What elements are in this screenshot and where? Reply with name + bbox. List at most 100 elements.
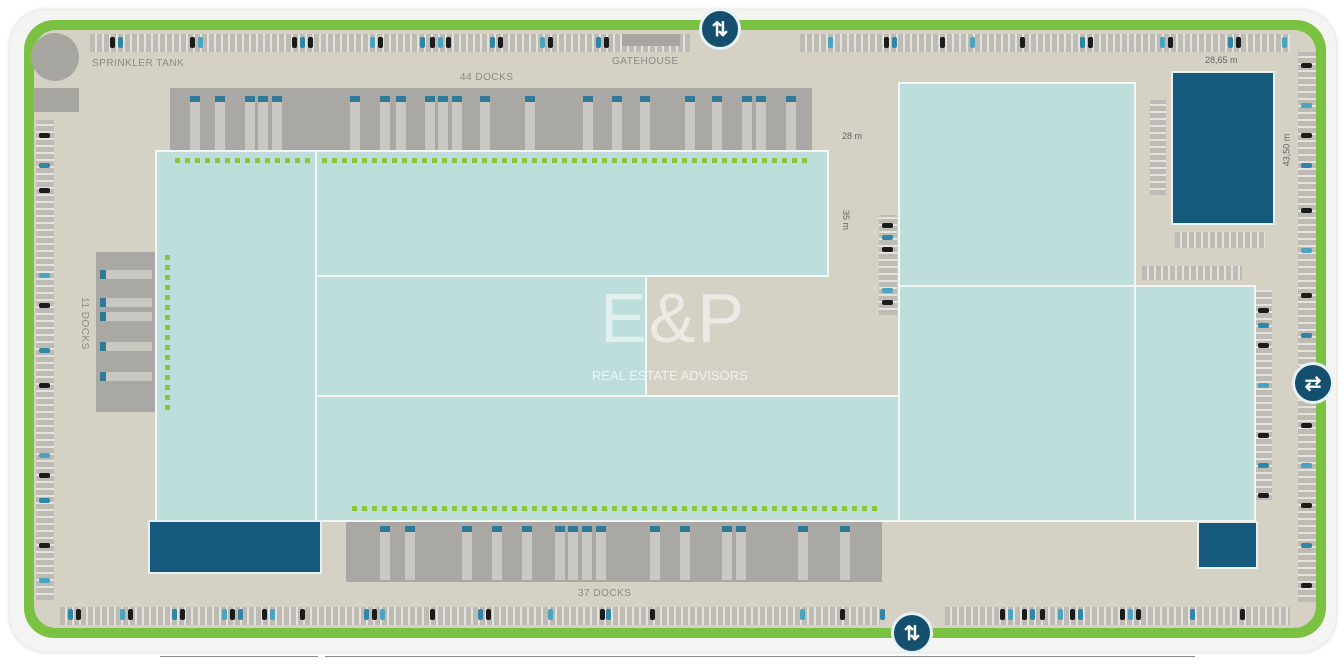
parked-car: [800, 609, 805, 620]
office-southeast: [1197, 521, 1258, 569]
parked-car: [606, 609, 611, 620]
docked-truck: [396, 96, 406, 152]
parked-car: [882, 300, 893, 305]
warehouse-east-north: [898, 82, 1136, 287]
docked-truck: [640, 96, 650, 152]
docked-truck: [380, 526, 390, 580]
parked-car: [198, 37, 203, 48]
parked-car: [1020, 37, 1025, 48]
parked-car: [430, 37, 435, 48]
gatehouse-label: GATEHOUSE: [612, 56, 679, 67]
parked-car: [438, 37, 443, 48]
parked-car: [882, 288, 893, 293]
parked-car: [1128, 609, 1133, 620]
docked-truck: [100, 342, 152, 351]
parked-car: [300, 609, 305, 620]
parked-car: [540, 37, 545, 48]
docks-bottom-label: 37 DOCKS: [578, 588, 632, 599]
parked-car: [600, 609, 605, 620]
parked-car: [1301, 583, 1312, 588]
parked-car: [270, 609, 275, 620]
docked-truck: [258, 96, 268, 152]
parked-car: [308, 37, 313, 48]
parked-car: [490, 37, 495, 48]
docked-truck: [190, 96, 200, 152]
parked-car: [39, 303, 50, 308]
docked-truck: [798, 526, 808, 580]
docked-truck: [685, 96, 695, 152]
parked-car: [880, 609, 885, 620]
parked-car: [1258, 308, 1269, 313]
warehouse-north: [315, 150, 829, 277]
access-arrows-icon: ⇄: [1292, 362, 1334, 404]
parked-car: [1058, 609, 1063, 620]
parked-car: [39, 578, 50, 583]
parked-car: [650, 609, 655, 620]
parked-car: [39, 383, 50, 388]
warehouse-west: [155, 150, 317, 522]
docks-top-label: 44 DOCKS: [460, 72, 514, 83]
parked-car: [1088, 37, 1093, 48]
parked-car: [548, 609, 553, 620]
docked-truck: [100, 298, 152, 307]
docked-truck: [756, 96, 766, 152]
parking-bottom-right: [945, 607, 1290, 625]
parked-car: [1070, 609, 1075, 620]
parked-car: [882, 235, 893, 240]
docked-truck: [712, 96, 722, 152]
logo-tagline: REAL ESTATE ADVISORS: [592, 368, 748, 383]
docked-truck: [722, 526, 732, 580]
pump-house: [33, 88, 79, 112]
parked-car: [1301, 163, 1312, 168]
parked-car: [1258, 323, 1269, 328]
parked-car: [1258, 433, 1269, 438]
parked-car: [39, 453, 50, 458]
docked-truck: [438, 96, 448, 152]
parked-car: [39, 498, 50, 503]
parked-car: [120, 609, 125, 620]
docked-truck: [555, 526, 565, 580]
parked-car: [230, 609, 235, 620]
dock-area-bottom: [346, 520, 882, 582]
sprinkler-tank: [31, 33, 79, 81]
parked-car: [39, 348, 50, 353]
parked-car: [596, 37, 601, 48]
docked-truck: [425, 96, 435, 152]
parked-car: [498, 37, 503, 48]
parking-top-right: [800, 34, 1290, 52]
parked-car: [892, 37, 897, 48]
dock-line-bottom: [352, 506, 877, 511]
parked-car: [604, 37, 609, 48]
warehouse-east-south: [898, 285, 1136, 522]
docked-truck: [583, 96, 593, 152]
parked-car: [430, 609, 435, 620]
parking-left: [36, 120, 54, 600]
parked-car: [1301, 293, 1312, 298]
parked-car: [1301, 208, 1312, 213]
docked-truck: [568, 526, 578, 580]
parked-car: [364, 609, 369, 620]
parked-car: [128, 609, 133, 620]
parked-car: [840, 609, 845, 620]
docked-truck: [100, 270, 152, 279]
parked-car: [39, 473, 50, 478]
parked-car: [970, 37, 975, 48]
parked-car: [380, 609, 385, 620]
parked-car: [486, 609, 491, 620]
parked-car: [1301, 423, 1312, 428]
office-southwest: [148, 520, 322, 574]
docked-truck: [245, 96, 255, 152]
parked-car: [420, 37, 425, 48]
dock-line-top-b: [322, 158, 812, 163]
docked-truck: [650, 526, 660, 580]
parked-car: [1000, 609, 1005, 620]
parked-car: [1190, 609, 1195, 620]
parked-car: [292, 37, 297, 48]
dimension-line: [160, 656, 318, 657]
docked-truck: [596, 526, 606, 580]
parked-car: [1168, 37, 1173, 48]
parked-car: [110, 37, 115, 48]
docked-truck: [272, 96, 282, 152]
parked-car: [548, 37, 553, 48]
docked-truck: [522, 526, 532, 580]
